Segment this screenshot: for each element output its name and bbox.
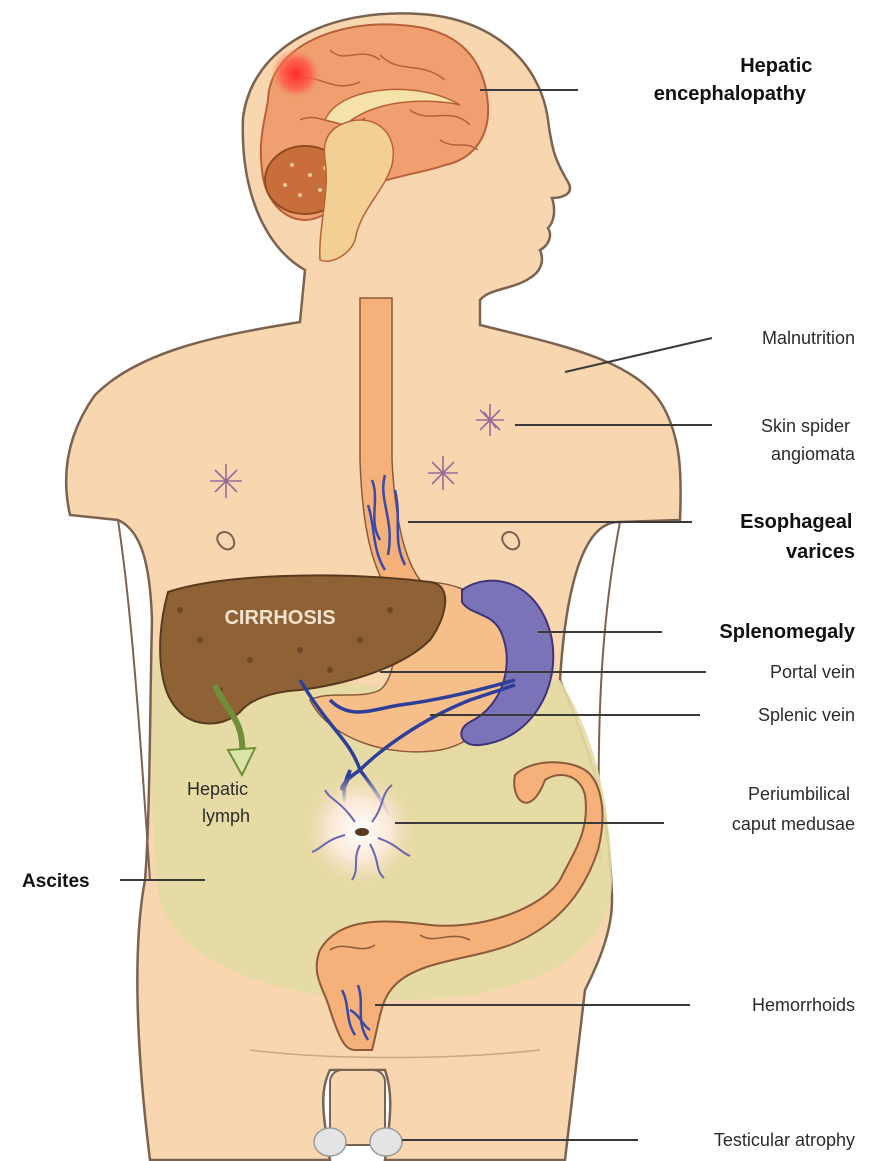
label-ascites: Ascites xyxy=(22,871,90,892)
label-skin-spider-angiomata: Skin spider angiomata xyxy=(761,416,856,464)
cirrhosis-label: CIRRHOSIS xyxy=(224,607,335,629)
label-portal-vein: Portal vein xyxy=(770,662,855,682)
label-esophageal-varices: Esophageal varices xyxy=(740,511,858,563)
label-malnutrition: Malnutrition xyxy=(762,328,855,348)
caput-medusae xyxy=(305,775,415,885)
encephalopathy-spot xyxy=(270,48,322,100)
label-splenic-vein: Splenic vein xyxy=(758,705,855,725)
label-periumbilical-caput-medusae: Periumbilical caput medusae xyxy=(732,784,855,834)
label-hemorrhoids: Hemorrhoids xyxy=(752,995,855,1015)
label-testicular-atrophy: Testicular atrophy xyxy=(714,1130,855,1150)
label-hepatic-encephalopathy: Hepatic encephalopathy xyxy=(654,55,818,105)
label-splenomegaly: Splenomegaly xyxy=(719,621,855,643)
